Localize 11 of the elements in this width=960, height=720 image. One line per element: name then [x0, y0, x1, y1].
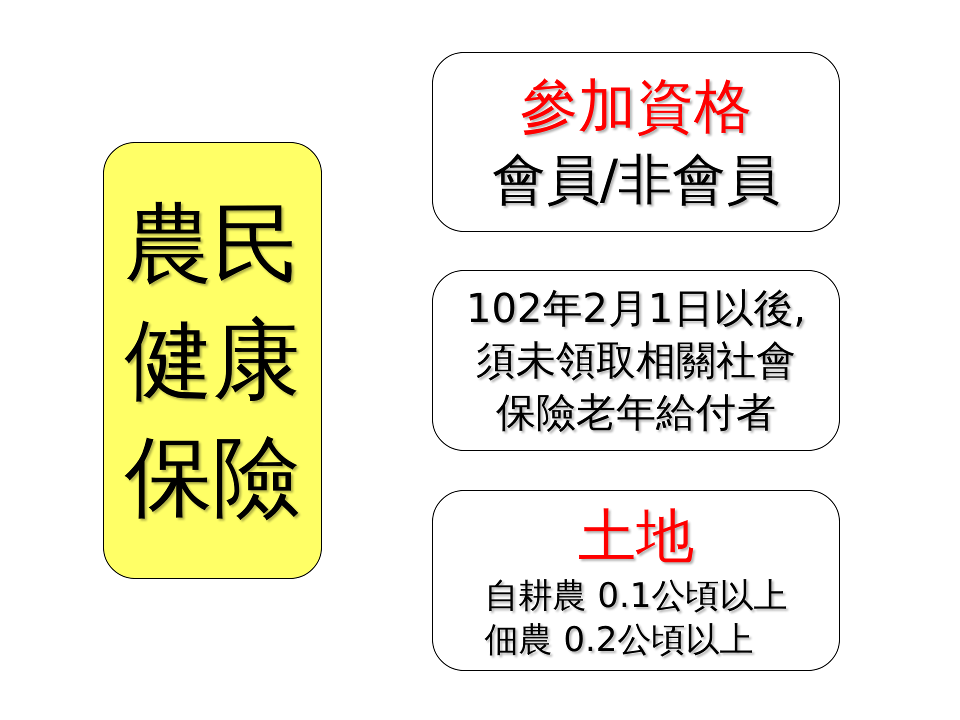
- card-text: 會員/非會員: [492, 146, 780, 213]
- criteria-card: [432, 270, 840, 451]
- card-text: 102年2月1日以後,須未領取相關社會保險老年給付者: [465, 284, 807, 438]
- card-text: 佃農 0.2公頃以上: [484, 619, 754, 662]
- card-heading: 參加資格: [520, 71, 752, 142]
- criteria-card: [432, 490, 840, 671]
- criteria-card: [432, 52, 840, 232]
- card-heading: 土地: [578, 500, 694, 572]
- card-title: 農民健康保險: [124, 191, 302, 530]
- topic-card: [103, 142, 322, 579]
- card-text: 自耕農 0.1公頃以上: [484, 575, 788, 618]
